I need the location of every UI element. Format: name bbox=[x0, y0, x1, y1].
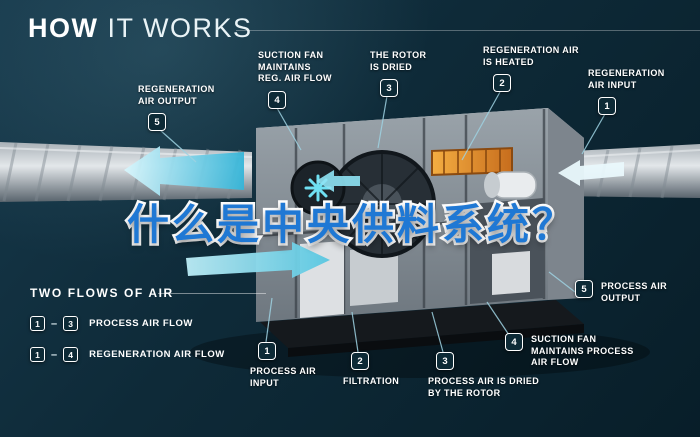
legend-badge-4: 4 bbox=[63, 347, 79, 362]
callout-label: PROCESS AIR INPUT bbox=[250, 366, 317, 388]
callout-label: PROCESS AIR IS DRIED BY THE ROTOR bbox=[428, 376, 540, 398]
legend-row-process: 1 – 3 PROCESS AIR FLOW bbox=[30, 316, 225, 331]
callout-label: SUCTION FAN MAINTAINS REG. AIR FLOW bbox=[258, 50, 332, 84]
callout-badge-4: 4 bbox=[268, 91, 286, 110]
interior-panel bbox=[350, 246, 398, 306]
callout-badge-1: 1 bbox=[258, 342, 276, 360]
callout-badge-3: 3 bbox=[380, 79, 398, 98]
callout-badge-4: 4 bbox=[505, 333, 523, 351]
interior-box bbox=[492, 251, 530, 295]
callout-suction-fan-reg: SUCTION FAN MAINTAINS REG. AIR FLOW 4 bbox=[258, 50, 332, 110]
title-light: IT WORKS bbox=[98, 13, 253, 43]
callout-label: REGENERATION AIR INPUT bbox=[588, 68, 665, 90]
legend-dash: – bbox=[51, 348, 58, 361]
callout-label: SUCTION FAN MAINTAINS PROCESS AIR FLOW bbox=[531, 334, 634, 368]
callout-process-air-dried: 3 PROCESS AIR IS DRIED BY THE ROTOR bbox=[428, 352, 539, 399]
callout-label: PROCESS AIR OUTPUT bbox=[601, 281, 668, 303]
cylinder bbox=[484, 171, 537, 199]
callout-regeneration-air-heated: REGENERATION AIR IS HEATED 2 bbox=[483, 45, 579, 93]
legend-badge-1: 1 bbox=[30, 316, 45, 331]
callout-regeneration-air-input: REGENERATION AIR INPUT 1 bbox=[588, 68, 665, 116]
callout-filtration: 2 FILTRATION bbox=[343, 352, 399, 388]
legend-label: REGENERATION AIR FLOW bbox=[89, 349, 225, 360]
callout-badge-1: 1 bbox=[598, 97, 616, 116]
heater bbox=[431, 147, 513, 176]
legend-label: PROCESS AIR FLOW bbox=[89, 318, 193, 329]
callout-process-air-input: 1 PROCESS AIR INPUT bbox=[250, 342, 316, 389]
title-rule bbox=[236, 30, 700, 31]
legend-heading: TWO FLOWS OF AIR bbox=[30, 286, 174, 300]
callout-label: FILTRATION bbox=[343, 376, 400, 386]
callout-label: REGENERATION AIR OUTPUT bbox=[138, 84, 215, 106]
callout-process-air-output: 5 PROCESS AIR OUTPUT bbox=[575, 280, 667, 304]
callout-regeneration-air-output: REGENERATION AIR OUTPUT 5 bbox=[138, 84, 215, 132]
cabinet bbox=[255, 108, 584, 357]
page-title: HOW IT WORKS bbox=[28, 13, 253, 44]
chinese-overlay-text: 什么是中央供料系统？ bbox=[124, 199, 578, 251]
leader-lines bbox=[159, 91, 606, 353]
callout-label: THE ROTOR IS DRIED bbox=[370, 50, 427, 72]
callout-rotor-is-dried: THE ROTOR IS DRIED 3 bbox=[370, 50, 427, 98]
airflow-arrows bbox=[124, 146, 624, 278]
legend-badge-3: 3 bbox=[63, 316, 79, 331]
legend-badge-1: 1 bbox=[30, 347, 45, 362]
callout-badge-3: 3 bbox=[436, 352, 454, 370]
callout-label: REGENERATION AIR IS HEATED bbox=[483, 45, 579, 67]
legend-dash: – bbox=[51, 317, 58, 330]
callout-badge-5: 5 bbox=[148, 113, 166, 132]
callout-badge-2: 2 bbox=[351, 352, 369, 370]
callout-suction-fan-process: 4 SUCTION FAN MAINTAINS PROCESS AIR FLOW bbox=[505, 333, 634, 369]
callout-badge-2: 2 bbox=[493, 74, 511, 93]
legend-rule bbox=[158, 293, 266, 294]
legend-two-flows: TWO FLOWS OF AIR 1 – 3 PROCESS AIR FLOW … bbox=[30, 286, 266, 362]
legend-row-regeneration: 1 – 4 REGENERATION AIR FLOW bbox=[30, 347, 225, 362]
title-bold: HOW bbox=[28, 13, 99, 43]
callout-badge-5: 5 bbox=[575, 280, 593, 298]
